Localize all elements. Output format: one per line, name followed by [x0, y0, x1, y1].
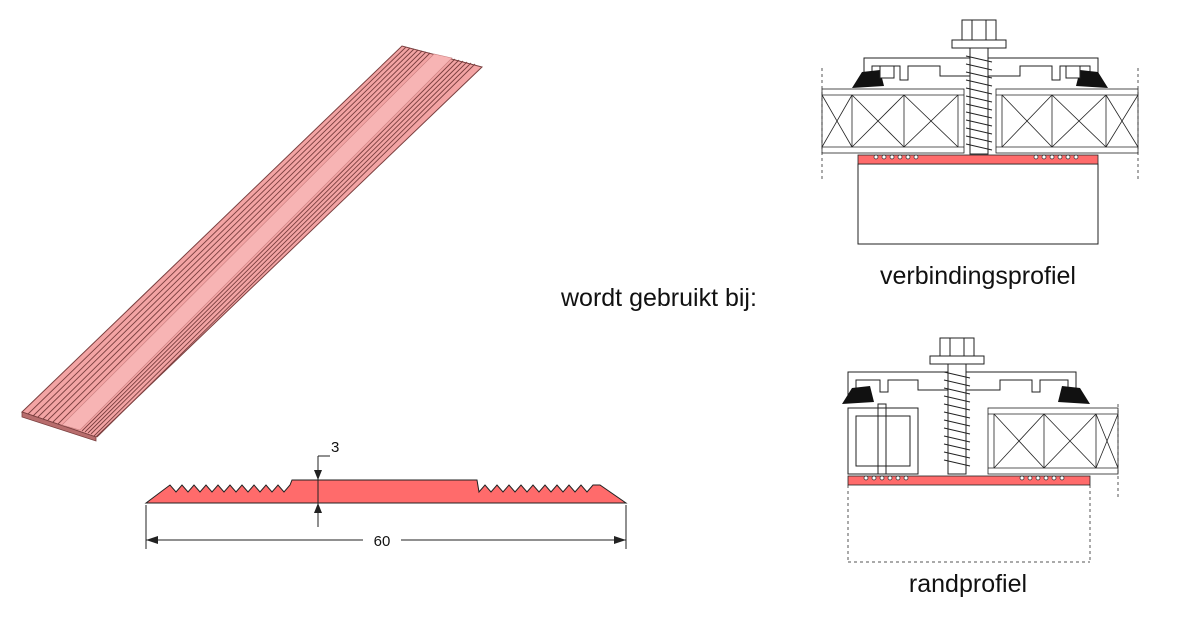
cross-section-view: 3 60: [144, 439, 628, 550]
edge-profile-detail: [842, 337, 1119, 563]
gasket-icon: [852, 70, 884, 88]
support-beam: [857, 163, 1099, 245]
strip-front-face: [21, 411, 97, 442]
left-rib-group: [27, 46, 431, 425]
bottom-profile-caption: randprofiel: [909, 570, 1027, 598]
screw-icon: [943, 363, 971, 475]
profile-cross-section: [144, 479, 628, 504]
right-panel: [987, 407, 1119, 475]
width-dimension: [145, 505, 627, 549]
right-panel: [995, 88, 1139, 154]
used-with-label: wordt gebruikt bij:: [560, 284, 757, 312]
edge-u-profile: [847, 403, 919, 475]
width-value: 60: [374, 533, 391, 550]
gasket-icon: [1076, 70, 1108, 88]
thickness-value: 3: [331, 439, 339, 456]
connection-profile-detail: [821, 19, 1139, 245]
hex-bolt-icon: [929, 337, 985, 365]
hex-bolt-icon: [951, 19, 1007, 49]
screw-icon: [965, 47, 993, 155]
gasket-icon: [1058, 386, 1090, 404]
strip-center-band: [61, 53, 453, 431]
thickness-dimension: [314, 455, 330, 527]
rubber-strip: [857, 154, 1099, 165]
rubber-strip: [847, 475, 1091, 486]
left-panel: [821, 88, 965, 154]
top-profile-caption: verbindingsprofiel: [880, 262, 1076, 290]
gasket-icon: [842, 386, 874, 404]
isometric-profile-view: [21, 45, 483, 442]
right-rib-group: [81, 58, 476, 438]
